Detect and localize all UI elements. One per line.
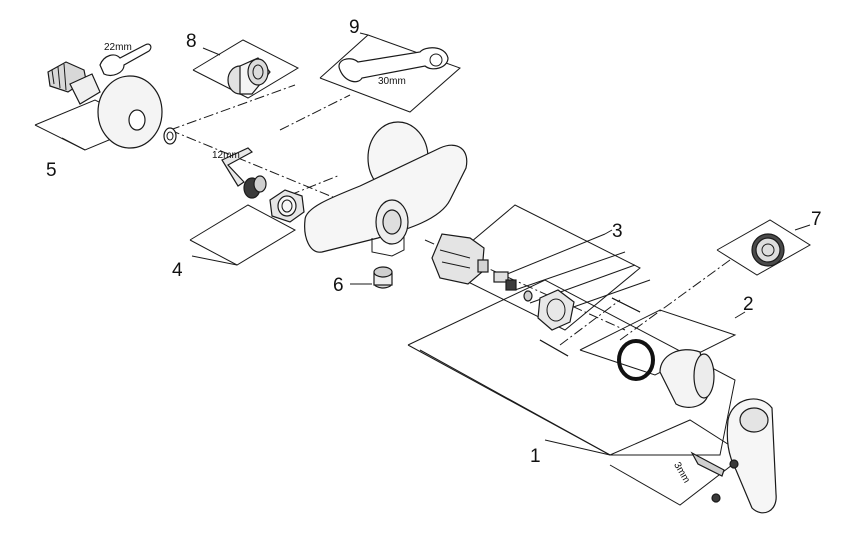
leader-9 — [319, 34, 461, 113]
part-numbers: 5 4 8 9 6 3 7 2 1 — [46, 17, 822, 467]
hex-nut — [269, 189, 305, 223]
grub-screws — [711, 459, 739, 503]
part-number-1: 1 — [530, 446, 541, 467]
part-number-2: 2 — [743, 294, 754, 315]
o-ring — [617, 339, 655, 381]
leader-3 — [439, 204, 641, 331]
aerator — [373, 266, 393, 289]
cartridge — [431, 233, 489, 285]
spindle-parts — [493, 271, 533, 302]
lever-handle — [726, 398, 777, 514]
leader-8 — [192, 39, 300, 99]
part-number-5: 5 — [46, 160, 57, 181]
dimension-30mm: 30mm — [378, 76, 406, 87]
dimension-3mm: 3mm — [671, 460, 692, 485]
leader-7 — [716, 219, 811, 276]
mounting-screws — [539, 297, 641, 357]
wrench-30mm: 30mm — [338, 47, 449, 87]
dimension-12mm: 12mm — [212, 150, 240, 161]
rosette — [97, 75, 163, 149]
leader-4 — [189, 204, 297, 266]
part-number-6: 6 — [333, 275, 344, 296]
retaining-flange — [537, 289, 575, 331]
part-number-7: 7 — [811, 209, 822, 230]
part-number-8: 8 — [186, 31, 197, 52]
reducer-nut — [227, 57, 271, 95]
mixer-body — [304, 121, 468, 257]
limiter-cap — [751, 233, 785, 267]
dimension-22mm: 22mm — [104, 42, 132, 53]
adapter-fitting — [47, 61, 101, 105]
wrench-22mm: 22mm — [99, 42, 152, 77]
escutcheon-sleeve — [659, 349, 715, 408]
leader-2 — [579, 309, 737, 376]
assembly-axes — [169, 84, 731, 346]
part-number-9: 9 — [349, 17, 360, 38]
part-number-3: 3 — [612, 221, 623, 242]
connector-piece — [243, 175, 267, 199]
hex-key-3mm: 3mm — [671, 451, 725, 485]
hex-key-12mm: 12mm — [212, 147, 253, 187]
washer — [163, 127, 177, 145]
part-number-4: 4 — [172, 260, 183, 281]
